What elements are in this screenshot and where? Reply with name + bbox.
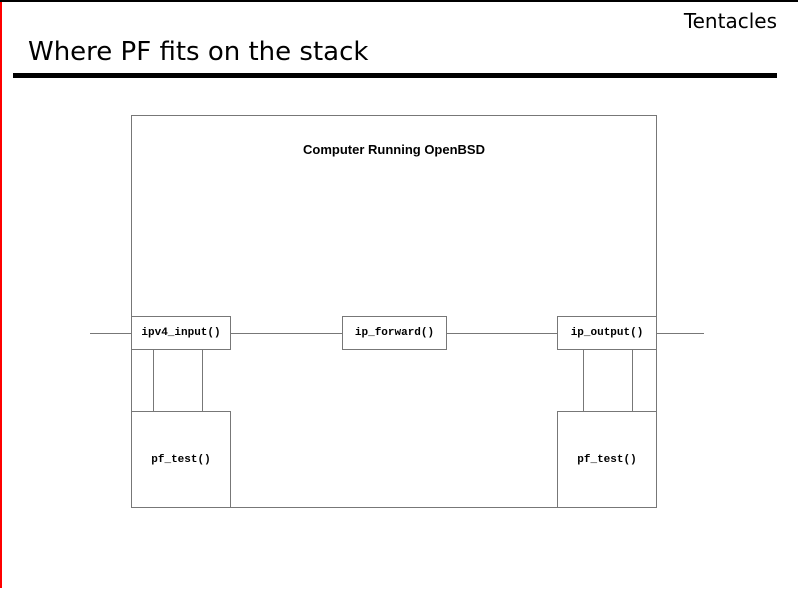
connector-pf-to-output-return [632,350,633,411]
node-ipv4-input-label: ipv4_input() [141,327,221,339]
node-pf-test-input-label: pf_test() [151,453,211,466]
node-ip-output-label: ip_output() [570,327,644,339]
node-ip-output: ip_output() [557,316,657,350]
node-ip-forward-label: ip_forward() [354,327,435,339]
node-ipv4-input: ipv4_input() [131,316,231,350]
left-accent-border [0,2,2,588]
brand-label: Tentacles [683,9,777,33]
node-pf-test-output-label: pf_test() [577,453,637,466]
node-pf-test-output: pf_test() [557,411,657,508]
title-underline-rule [13,73,777,78]
connector-input-to-pf-left [153,350,154,411]
node-ip-forward: ip_forward() [342,316,447,350]
top-frame-line [0,0,798,2]
connector-output-to-pf-left [583,350,584,411]
openbsd-system-box: Computer Running OpenBSD [131,115,657,508]
page-title: Where PF fits on the stack [28,37,369,67]
system-label: Computer Running OpenBSD [303,142,485,157]
node-pf-test-input: pf_test() [131,411,231,508]
connector-pf-to-input-return [202,350,203,411]
